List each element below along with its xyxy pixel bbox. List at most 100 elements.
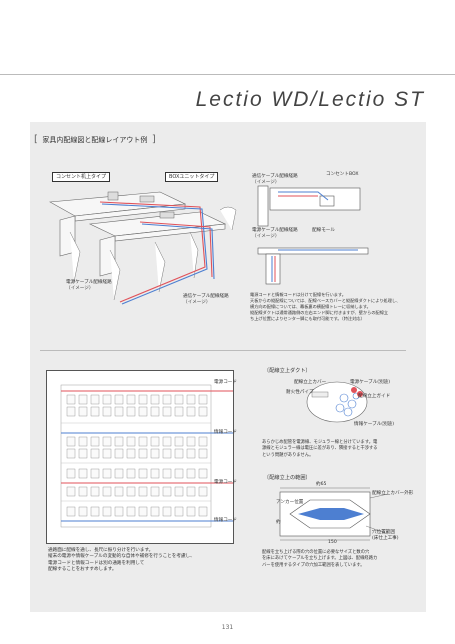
desk-seat bbox=[186, 406, 196, 417]
header-rule bbox=[0, 74, 455, 75]
desk-seat bbox=[126, 394, 136, 405]
range-note: 配線を立ち上げる際の穴の位置に必要なサイズと数の穴 を床にあけてケーブルを立ち上… bbox=[262, 550, 378, 568]
desk-seat bbox=[162, 394, 172, 405]
desk-seat bbox=[126, 506, 136, 517]
label-floor-range: 穴位置範囲 (床仕上工事) bbox=[372, 530, 399, 541]
tag-box-unit: BOXユニットタイプ bbox=[165, 172, 219, 182]
desk-seat bbox=[126, 406, 136, 417]
desk-seat bbox=[162, 448, 172, 459]
desk-seat bbox=[102, 468, 112, 479]
plan-note: 通路面に配線を通し、長尺に振り分けを行います。 縦末の電源や情報ケーブルの変動的… bbox=[48, 548, 195, 573]
label-power-route: 電源ケーブル配線経路 （イメージ） bbox=[66, 280, 112, 291]
desk-illustration bbox=[49, 191, 237, 305]
desk-seat bbox=[90, 448, 100, 459]
desk-seat bbox=[114, 468, 124, 479]
duct-note: あらかじめ配管を電源線、モジュラー線と分けています。電 源線とモジュラー線は電圧… bbox=[262, 440, 378, 458]
desk-seat bbox=[90, 486, 100, 497]
section-title: [ 家具内配線図と配線レイアウト例 ] bbox=[34, 134, 156, 145]
desk-seat bbox=[66, 486, 76, 497]
desk-seat bbox=[186, 468, 196, 479]
desk-seat bbox=[102, 394, 112, 405]
desk-seat bbox=[162, 406, 172, 417]
desk-seat bbox=[66, 406, 76, 417]
desk-seat bbox=[162, 486, 172, 497]
bracket-left-icon: [ bbox=[34, 134, 38, 145]
desk-seat bbox=[90, 394, 100, 405]
section-divider bbox=[40, 350, 406, 351]
desk-seat bbox=[150, 406, 160, 417]
desk-seat bbox=[138, 468, 148, 479]
plan-grid bbox=[60, 384, 233, 528]
desk-seat bbox=[162, 468, 172, 479]
desk-seat bbox=[150, 506, 160, 517]
desk-seat bbox=[138, 436, 148, 447]
desk-seat bbox=[66, 394, 76, 405]
desk-seat bbox=[150, 394, 160, 405]
detail-note: 電源コードと情報コードは分けて配線を行います。 天板からの縦配線については、配線… bbox=[250, 292, 401, 321]
desk-seat bbox=[114, 394, 124, 405]
desk-seat bbox=[186, 394, 196, 405]
desk-seat bbox=[102, 436, 112, 447]
desk-seat bbox=[186, 436, 196, 447]
desk-seat bbox=[78, 448, 88, 459]
range-title: 〔配線立上の範囲〕 bbox=[264, 475, 311, 481]
desk-seat bbox=[90, 406, 100, 417]
desk-seat bbox=[102, 506, 112, 517]
desk-seat bbox=[198, 468, 208, 479]
desk-seat bbox=[78, 506, 88, 517]
label-anchor: アンカー位置 bbox=[276, 500, 304, 505]
label-duct-power-cable: 電源ケーブル(別途) bbox=[350, 380, 391, 385]
desk-seat bbox=[198, 406, 208, 417]
desk-seat bbox=[186, 506, 196, 517]
desk-seat bbox=[162, 436, 172, 447]
page-number: 131 bbox=[221, 624, 234, 631]
desk-seat bbox=[138, 506, 148, 517]
bracket-right-icon: ] bbox=[151, 134, 156, 145]
label-dim-left: 約 bbox=[276, 520, 281, 525]
desk-seat bbox=[78, 406, 88, 417]
desk-seat bbox=[90, 468, 100, 479]
label-detail-comm: 通信ケーブル配線経路 （イメージ） bbox=[252, 174, 298, 185]
desk-seat bbox=[114, 436, 124, 447]
label-plan-power-2: 電源コード bbox=[214, 480, 237, 485]
desk-seat bbox=[150, 448, 160, 459]
label-duct-cover: 配線立上カバー bbox=[294, 380, 327, 385]
desk-seat bbox=[114, 448, 124, 459]
desk-seat bbox=[150, 436, 160, 447]
desk-seat bbox=[174, 468, 184, 479]
label-comm-route: 通信ケーブル配線経路 （イメージ） bbox=[183, 294, 229, 305]
desk-seat bbox=[198, 486, 208, 497]
desk-seat bbox=[114, 406, 124, 417]
desk-seat bbox=[66, 468, 76, 479]
product-title: Lectio WD/Lectio ST bbox=[195, 88, 425, 111]
duct-illustration bbox=[306, 381, 368, 423]
desk-seat bbox=[198, 448, 208, 459]
detail-illustration bbox=[257, 185, 369, 285]
desk-seat bbox=[126, 436, 136, 447]
desk-seat bbox=[126, 448, 136, 459]
label-duct-pipe: 耐火性パイプ bbox=[286, 390, 314, 395]
desk-seat bbox=[198, 394, 208, 405]
desk-seat bbox=[162, 506, 172, 517]
section-title-text: 家具内配線図と配線レイアウト例 bbox=[42, 136, 148, 144]
desk-seat bbox=[174, 394, 184, 405]
range-illustration bbox=[279, 487, 389, 541]
desk-seat bbox=[66, 436, 76, 447]
desk-seat bbox=[126, 468, 136, 479]
duct-title: 〔配線立上ダクト〕 bbox=[264, 368, 311, 374]
desk-seat bbox=[186, 448, 196, 459]
desk-seat bbox=[78, 394, 88, 405]
desk-seat bbox=[174, 448, 184, 459]
label-dim-width: 150 bbox=[328, 540, 337, 545]
label-range-top: 約65 bbox=[316, 482, 327, 487]
label-range-cover: 配線立上カバー外形 bbox=[372, 491, 414, 496]
desk-seat bbox=[198, 436, 208, 447]
desk-seat bbox=[114, 486, 124, 497]
desk-seat bbox=[174, 436, 184, 447]
desk-seat bbox=[174, 486, 184, 497]
desk-seat bbox=[66, 506, 76, 517]
desk-seat bbox=[66, 448, 76, 459]
label-detail-power: 電源ケーブル配線経路 （イメージ） bbox=[252, 228, 298, 239]
label-plan-info-2: 情報コード bbox=[214, 518, 237, 523]
desk-seat bbox=[90, 436, 100, 447]
